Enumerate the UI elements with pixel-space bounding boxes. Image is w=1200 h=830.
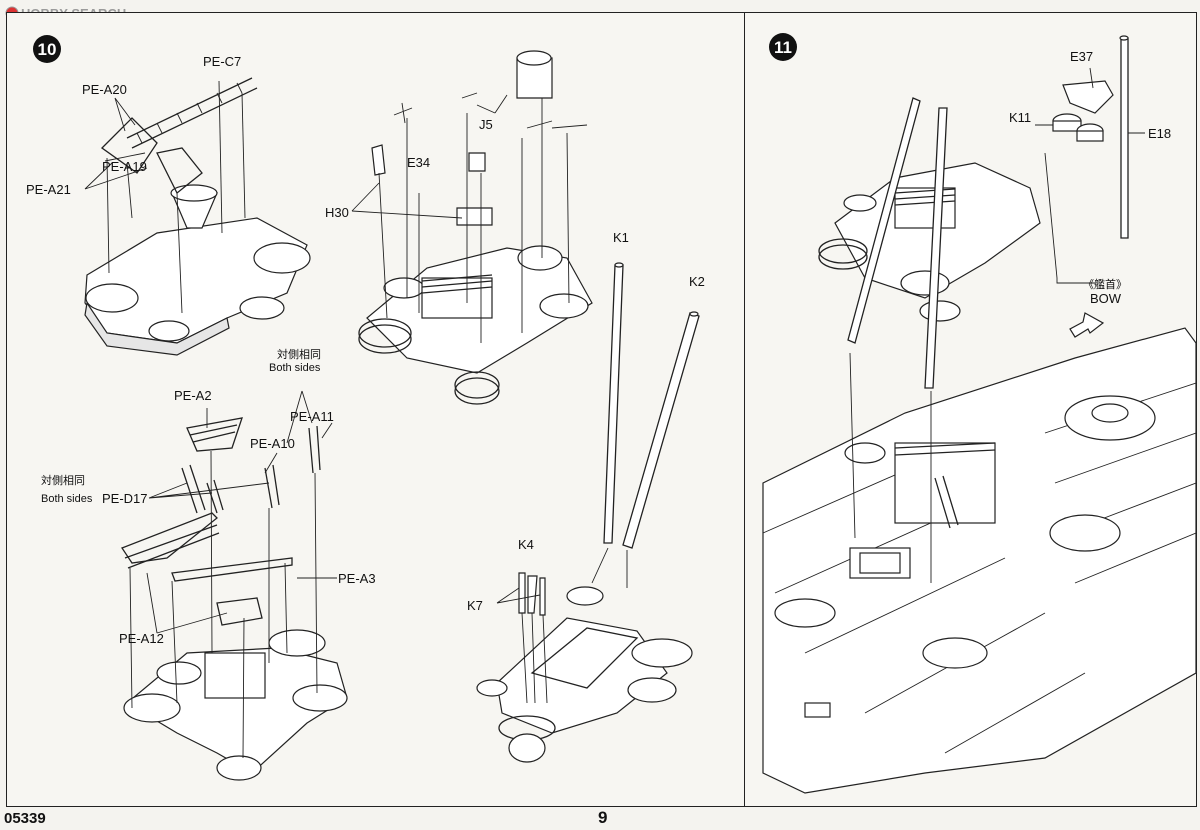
- label-pe-a10: PE-A10: [250, 436, 295, 451]
- step-11-badge: 11: [769, 33, 797, 61]
- label-both-sides-2: Both sides: [41, 493, 93, 505]
- label-both-sides-jp-2: 対側相同: [41, 473, 85, 487]
- label-pe-d17: PE-D17: [102, 491, 148, 506]
- step-11-panel: 11 E18 E37 K11: [744, 12, 1197, 807]
- label-pe-a20: PE-A20: [82, 82, 127, 97]
- label-bow: BOW: [1090, 291, 1122, 306]
- label-pe-c7: PE-C7: [203, 54, 241, 69]
- label-k1: K1: [613, 230, 629, 245]
- footer-page-number: 9: [598, 808, 608, 827]
- masts-k1-k2: K1 K2: [591, 230, 705, 588]
- label-both-sides-jp-1: 対側相同: [277, 347, 321, 361]
- label-pe-a19: PE-A19: [102, 159, 147, 174]
- superstructure-subassembly: [818, 97, 1095, 389]
- top-middle-assembly: J5 E34 H30: [325, 50, 593, 405]
- step-10-badge: 10: [33, 35, 61, 63]
- bottom-middle-assembly: K4 K7: [467, 537, 693, 763]
- top-left-assembly: PE-A20 PE-C7 PE-A19 PE-A21: [26, 54, 311, 356]
- step-10-panel: 10 PE-A20 PE-C7: [6, 12, 746, 807]
- label-e37: E37: [1070, 49, 1093, 64]
- label-pe-a2: PE-A2: [174, 388, 212, 403]
- label-k2: K2: [689, 274, 705, 289]
- footer-product-code: 05339: [4, 810, 46, 827]
- label-j5: J5: [479, 117, 493, 132]
- step-11-number: 11: [774, 38, 792, 57]
- label-pe-a12: PE-A12: [119, 631, 164, 646]
- mast-e18: E18: [1119, 35, 1171, 239]
- label-k11: K11: [1009, 110, 1031, 125]
- label-k4: K4: [518, 537, 534, 552]
- label-bow-jp: 《艦首》: [1083, 277, 1127, 291]
- label-h30: H30: [325, 205, 349, 220]
- bottom-left-assembly: PE-A2 PE-A10 PE-A11 PE-D17 PE-A3 PE-A12 …: [41, 347, 376, 781]
- label-e34: E34: [407, 155, 430, 170]
- label-pe-a3: PE-A3: [338, 571, 376, 586]
- step-10-number: 10: [38, 40, 57, 59]
- label-pe-a11: PE-A11: [290, 409, 334, 424]
- ship-hull-deck: [762, 327, 1196, 794]
- parts-e37-k11: E37 K11: [1009, 49, 1114, 279]
- label-both-sides-1: Both sides: [269, 362, 321, 374]
- label-e18: E18: [1148, 126, 1171, 141]
- bow-indicator: 《艦首》 BOW: [1069, 277, 1127, 338]
- label-k7: K7: [467, 598, 483, 613]
- label-pe-a21: PE-A21: [26, 182, 71, 197]
